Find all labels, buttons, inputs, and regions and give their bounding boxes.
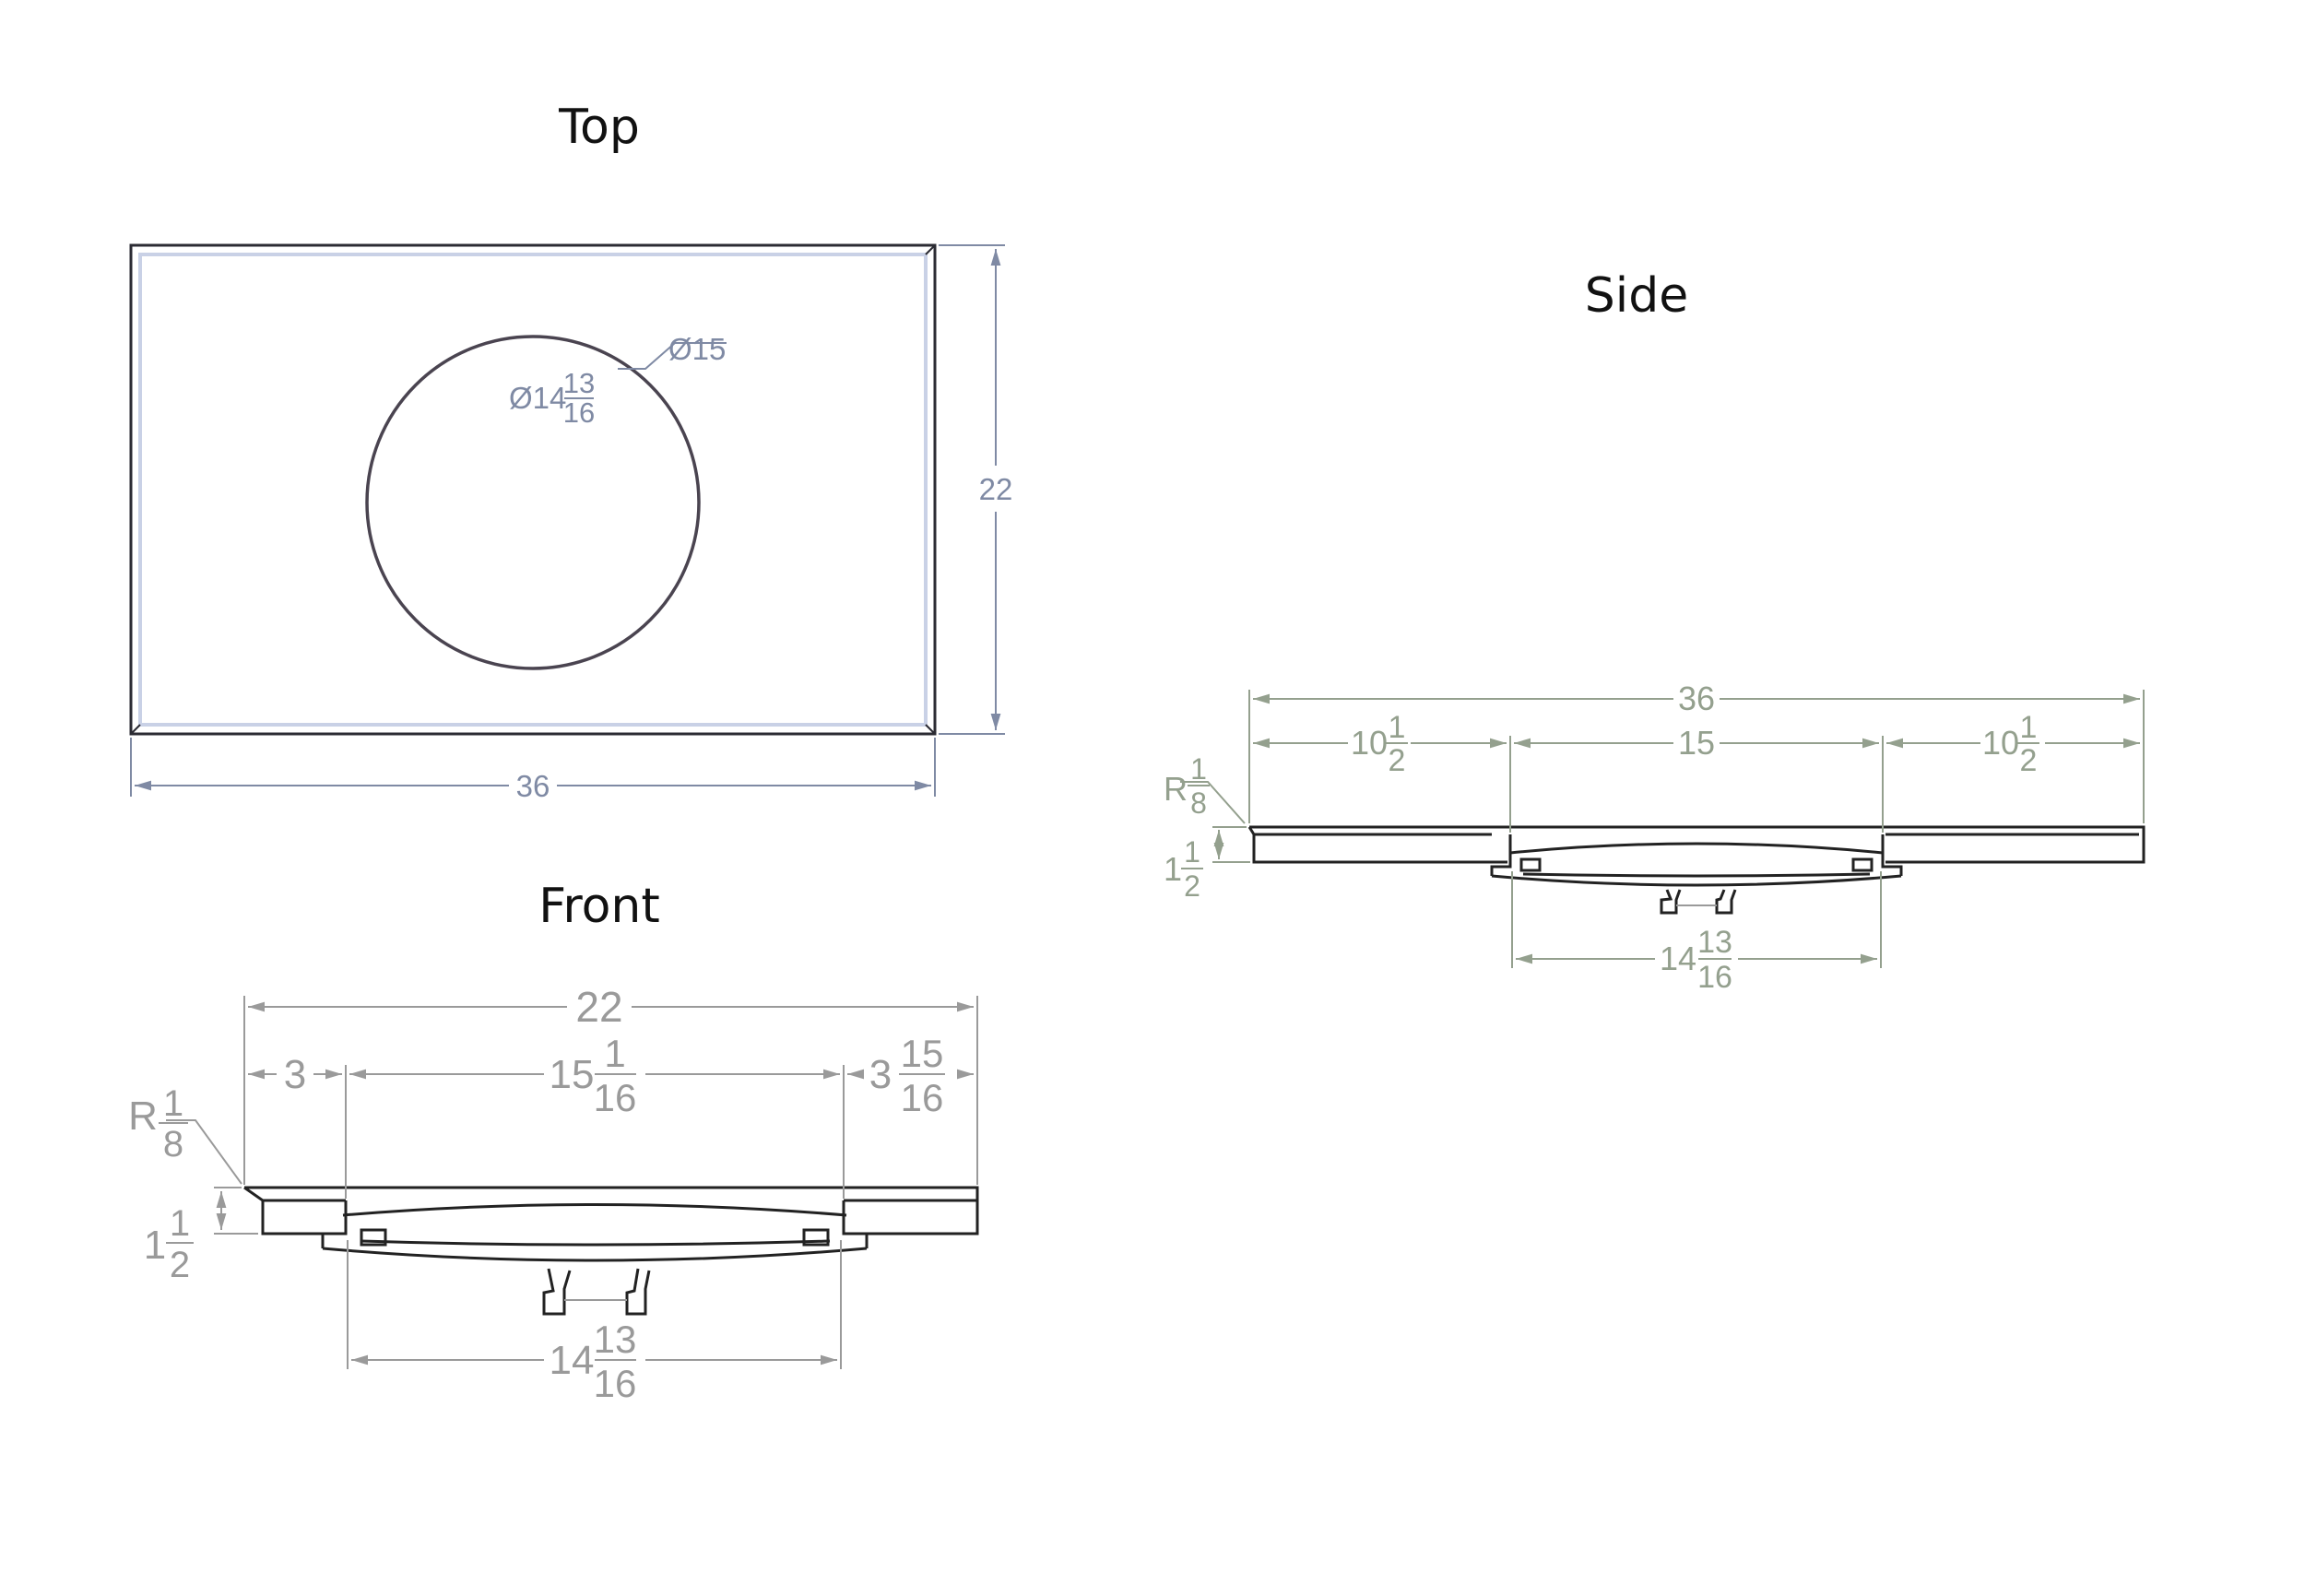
outer-diameter-label: Ø15 <box>668 332 726 366</box>
front-view-title: Front <box>538 879 660 934</box>
top-depth-dimension: 22 <box>939 244 1013 735</box>
side-overall-label: 36 <box>1678 680 1715 717</box>
inner-diameter-den: 16 <box>563 396 595 429</box>
side-radius-den: 8 <box>1190 786 1207 820</box>
side-bowl-num: 13 <box>1697 925 1732 960</box>
front-radius-num: 1 <box>163 1083 183 1124</box>
front-right-num: 15 <box>901 1032 944 1075</box>
front-thickness-dimension: 1 1 2 <box>144 1187 258 1285</box>
side-right-den: 2 <box>2020 743 2038 778</box>
front-overall-dimension: 22 <box>243 983 978 1185</box>
inner-diameter-label: Ø14 <box>509 381 566 415</box>
front-view: Front 22 <box>128 879 979 1405</box>
top-view: Top Ø15 Ø14 13 16 36 <box>129 100 1013 803</box>
side-radius-prefix: R <box>1164 770 1188 808</box>
side-thickness-dimension: 1 1 2 <box>1164 826 1250 903</box>
front-overall-label: 22 <box>575 983 622 1031</box>
side-thick-den: 2 <box>1184 869 1200 903</box>
side-bowl-whole: 14 <box>1660 940 1696 977</box>
side-profile <box>1247 825 2145 915</box>
side-overall-dimension: 36 <box>1248 680 2145 823</box>
side-left-whole: 10 <box>1351 724 1388 762</box>
front-bowl-whole: 14 <box>550 1338 595 1383</box>
side-segment-dimensions: 10 1 2 15 10 1 2 <box>1253 710 2140 833</box>
side-left-num: 1 <box>1389 710 1406 745</box>
top-view-title: Top <box>558 100 640 155</box>
front-right-whole: 3 <box>869 1052 892 1097</box>
front-center-whole: 15 <box>550 1052 595 1097</box>
side-left-den: 2 <box>1389 743 1406 778</box>
front-center-num: 1 <box>604 1032 625 1075</box>
front-center-den: 16 <box>594 1076 637 1119</box>
side-radius-callout: R 1 8 <box>1164 752 1246 824</box>
front-thick-den: 2 <box>170 1245 190 1285</box>
basin-opening <box>365 335 701 670</box>
side-right-num: 1 <box>2020 710 2038 745</box>
front-right-den: 16 <box>901 1076 944 1119</box>
side-thick-num: 1 <box>1184 835 1200 869</box>
side-right-whole: 10 <box>1982 724 2019 762</box>
front-thick-num: 1 <box>170 1203 190 1244</box>
front-left-label: 3 <box>284 1052 306 1097</box>
top-width-dimension: 36 <box>130 738 936 803</box>
front-radius-den: 8 <box>163 1124 183 1164</box>
front-segment-dimensions: 3 15 1 16 3 15 16 <box>248 1032 974 1199</box>
top-view-outline <box>129 243 937 736</box>
side-thick-whole: 1 <box>1164 850 1182 888</box>
front-radius-callout: R 1 8 <box>128 1083 242 1185</box>
top-width-label: 36 <box>516 769 550 803</box>
front-bowl-num: 13 <box>594 1318 637 1361</box>
side-radius-num: 1 <box>1190 752 1207 786</box>
front-bowl-dimension: 14 13 16 <box>347 1240 842 1405</box>
side-view: Side 36 <box>1164 268 2145 995</box>
side-bowl-dimension: 14 13 16 <box>1511 871 1882 995</box>
side-center-label: 15 <box>1678 724 1715 762</box>
front-profile <box>243 1186 979 1316</box>
front-bowl-den: 16 <box>594 1362 637 1405</box>
side-bowl-den: 16 <box>1697 960 1732 995</box>
front-radius-prefix: R <box>128 1094 158 1139</box>
inner-diameter-num: 13 <box>563 367 595 399</box>
top-diameter-callouts: Ø15 Ø14 13 16 <box>509 332 727 429</box>
front-thick-whole: 1 <box>144 1223 166 1268</box>
top-depth-label: 22 <box>979 472 1013 506</box>
side-view-title: Side <box>1585 268 1688 324</box>
